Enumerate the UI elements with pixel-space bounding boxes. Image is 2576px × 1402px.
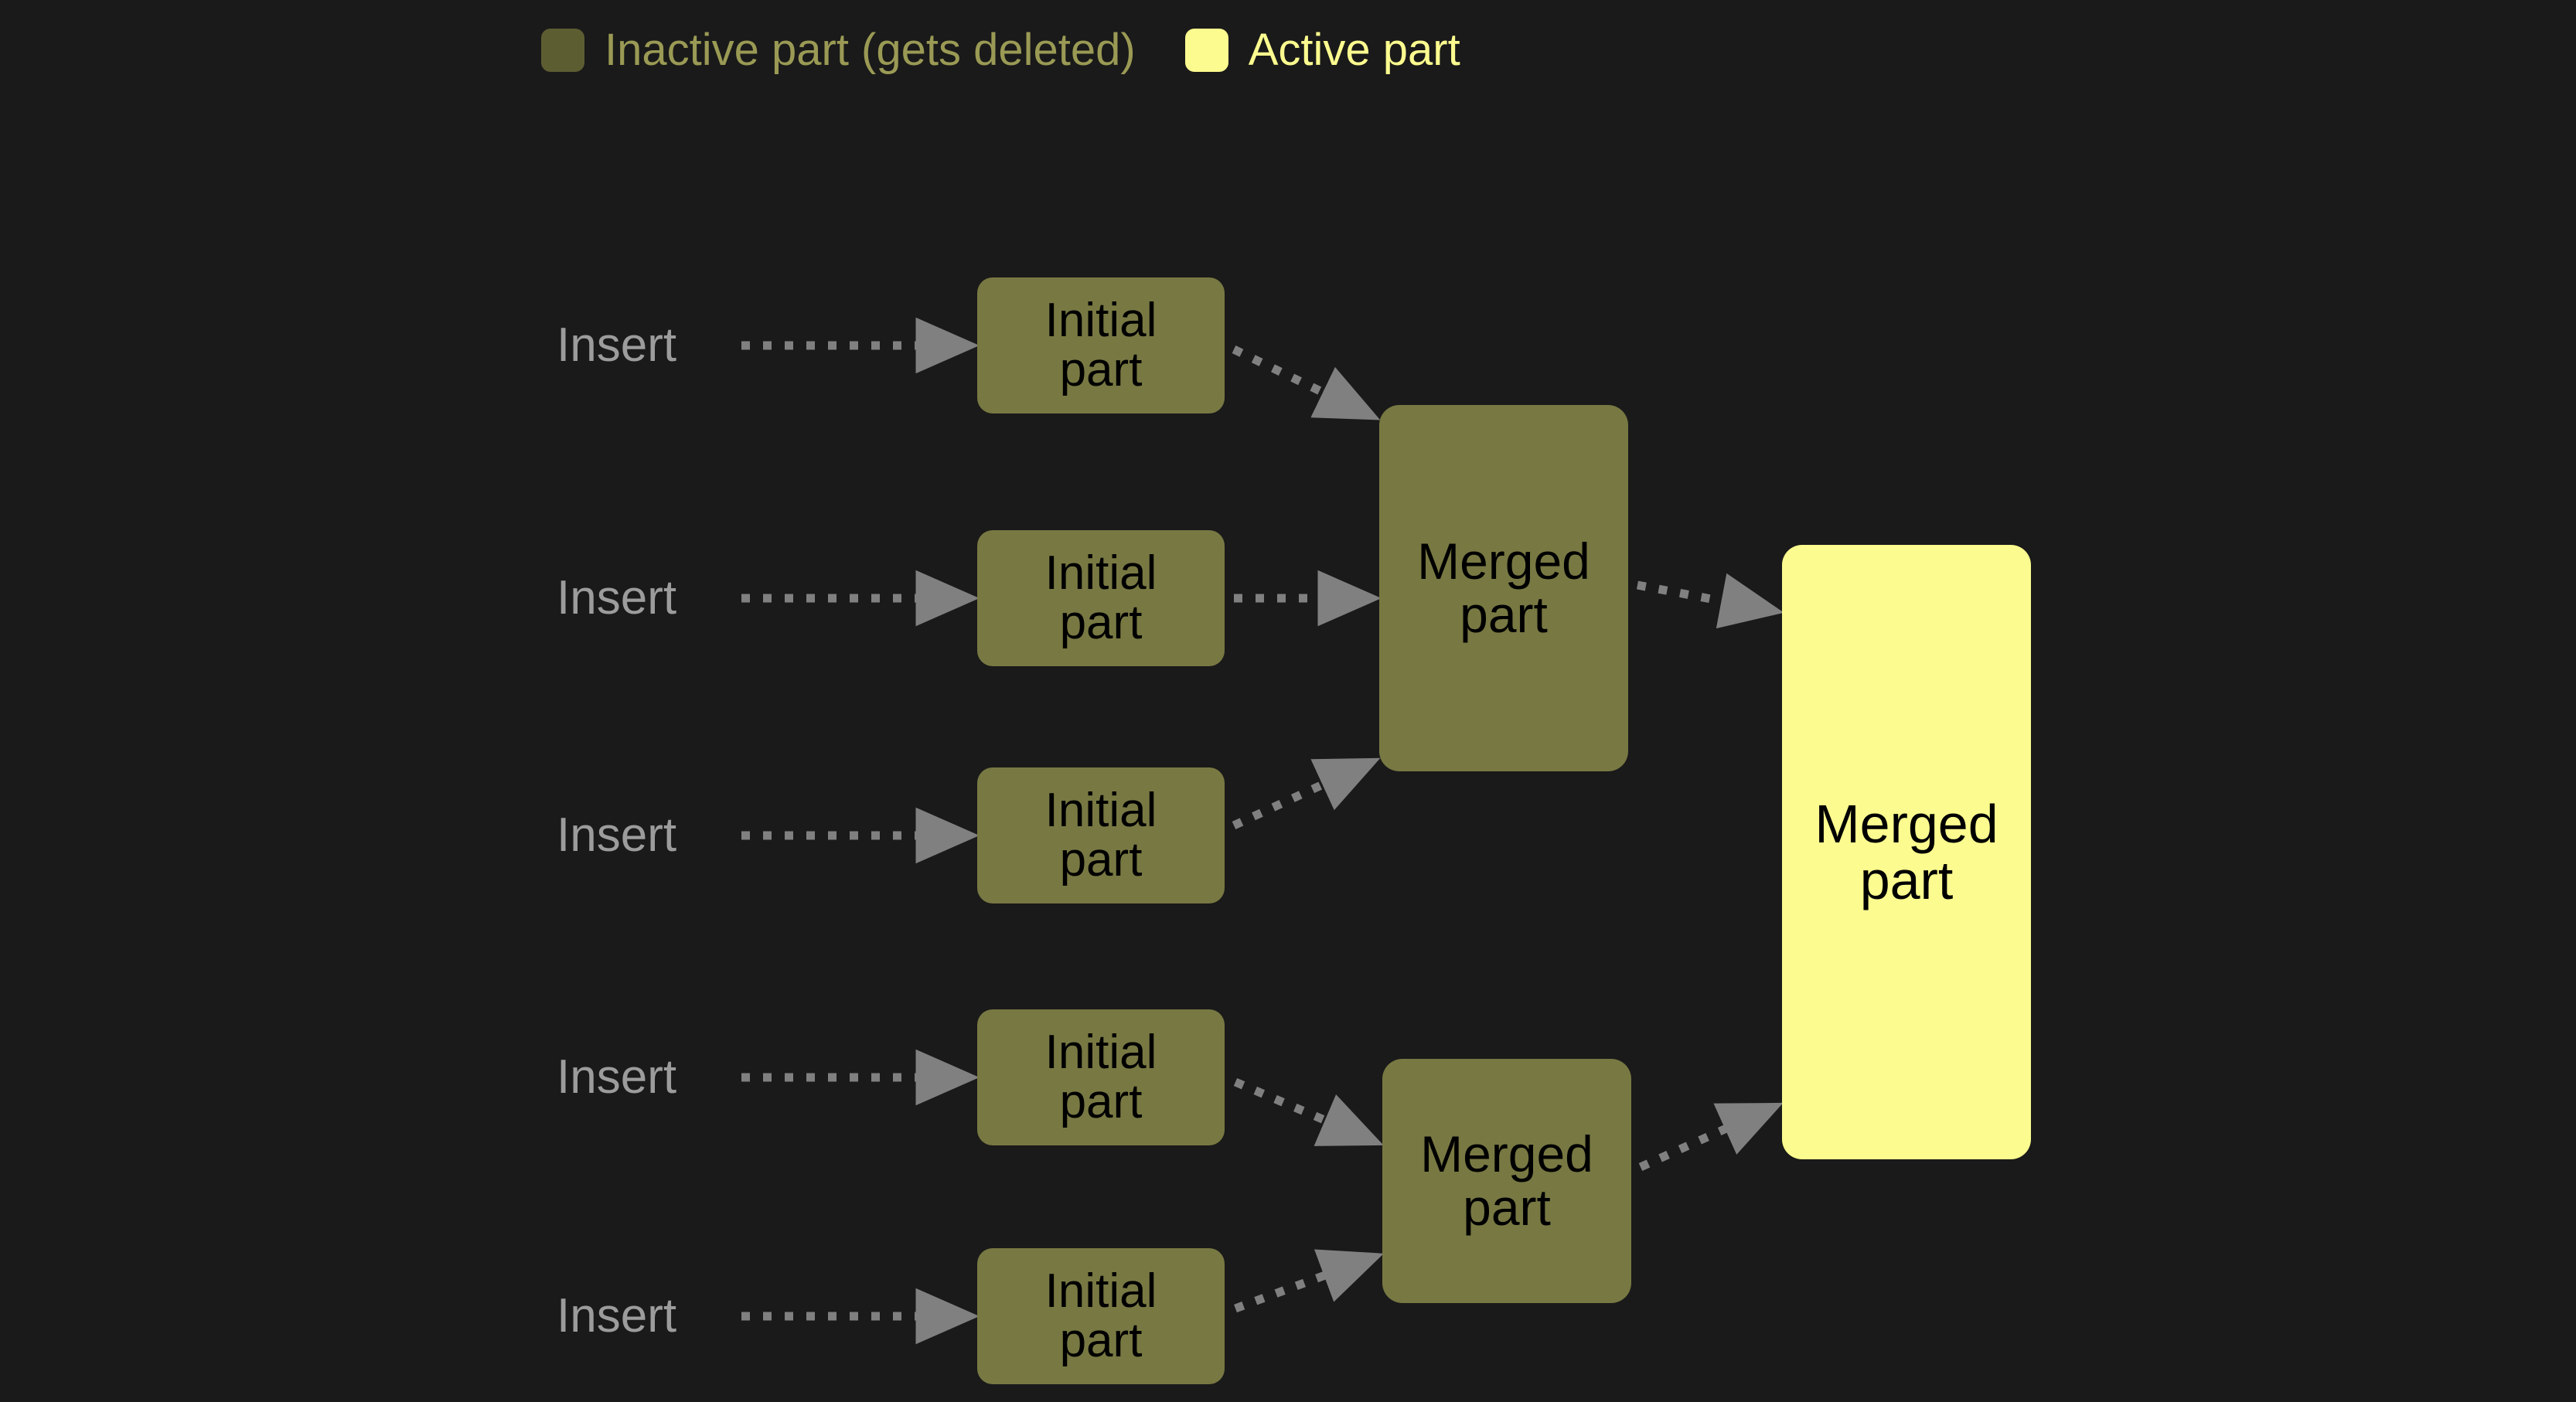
insert-label-1: Insert (557, 318, 677, 372)
legend-item-active: Active part (1184, 25, 1460, 75)
edge-i1-mtop (1232, 345, 1381, 420)
legend-swatch-inactive-icon (541, 29, 584, 72)
node-initial-part-5[interactable]: Initial part (977, 1248, 1225, 1384)
node-initial-part-4[interactable]: Initial part (977, 1009, 1225, 1145)
node-initial-part-3[interactable]: Initial part (977, 767, 1225, 903)
insert-label-4: Insert (557, 1050, 677, 1104)
edge-i3-mtop (1232, 757, 1381, 829)
edge-i5-mbot (1234, 1249, 1384, 1313)
insert-label-5: Insert (557, 1289, 677, 1342)
legend-item-inactive: Inactive part (gets deleted) (541, 28, 1136, 73)
edge-mbot-final (1638, 1102, 1784, 1172)
node-initial-part-1[interactable]: Initial part (977, 277, 1225, 413)
node-merged-part-top[interactable]: Merged part (1379, 405, 1628, 771)
edge-mtop-final (1636, 573, 1784, 629)
node-merged-part-active[interactable]: Merged part (1782, 545, 2031, 1159)
legend-label-active: Active part (1248, 25, 1460, 75)
node-merged-part-bottom[interactable]: Merged part (1382, 1059, 1631, 1303)
insert-label-2: Insert (557, 571, 677, 624)
edge-i4-mbot (1233, 1077, 1384, 1146)
legend: Inactive part (gets deleted) Active part (541, 23, 1460, 77)
insert-label-3: Insert (557, 808, 677, 862)
legend-label-inactive: Inactive part (gets deleted) (605, 25, 1136, 75)
legend-swatch-active-icon (1184, 29, 1228, 72)
node-initial-part-2[interactable]: Initial part (977, 530, 1225, 666)
